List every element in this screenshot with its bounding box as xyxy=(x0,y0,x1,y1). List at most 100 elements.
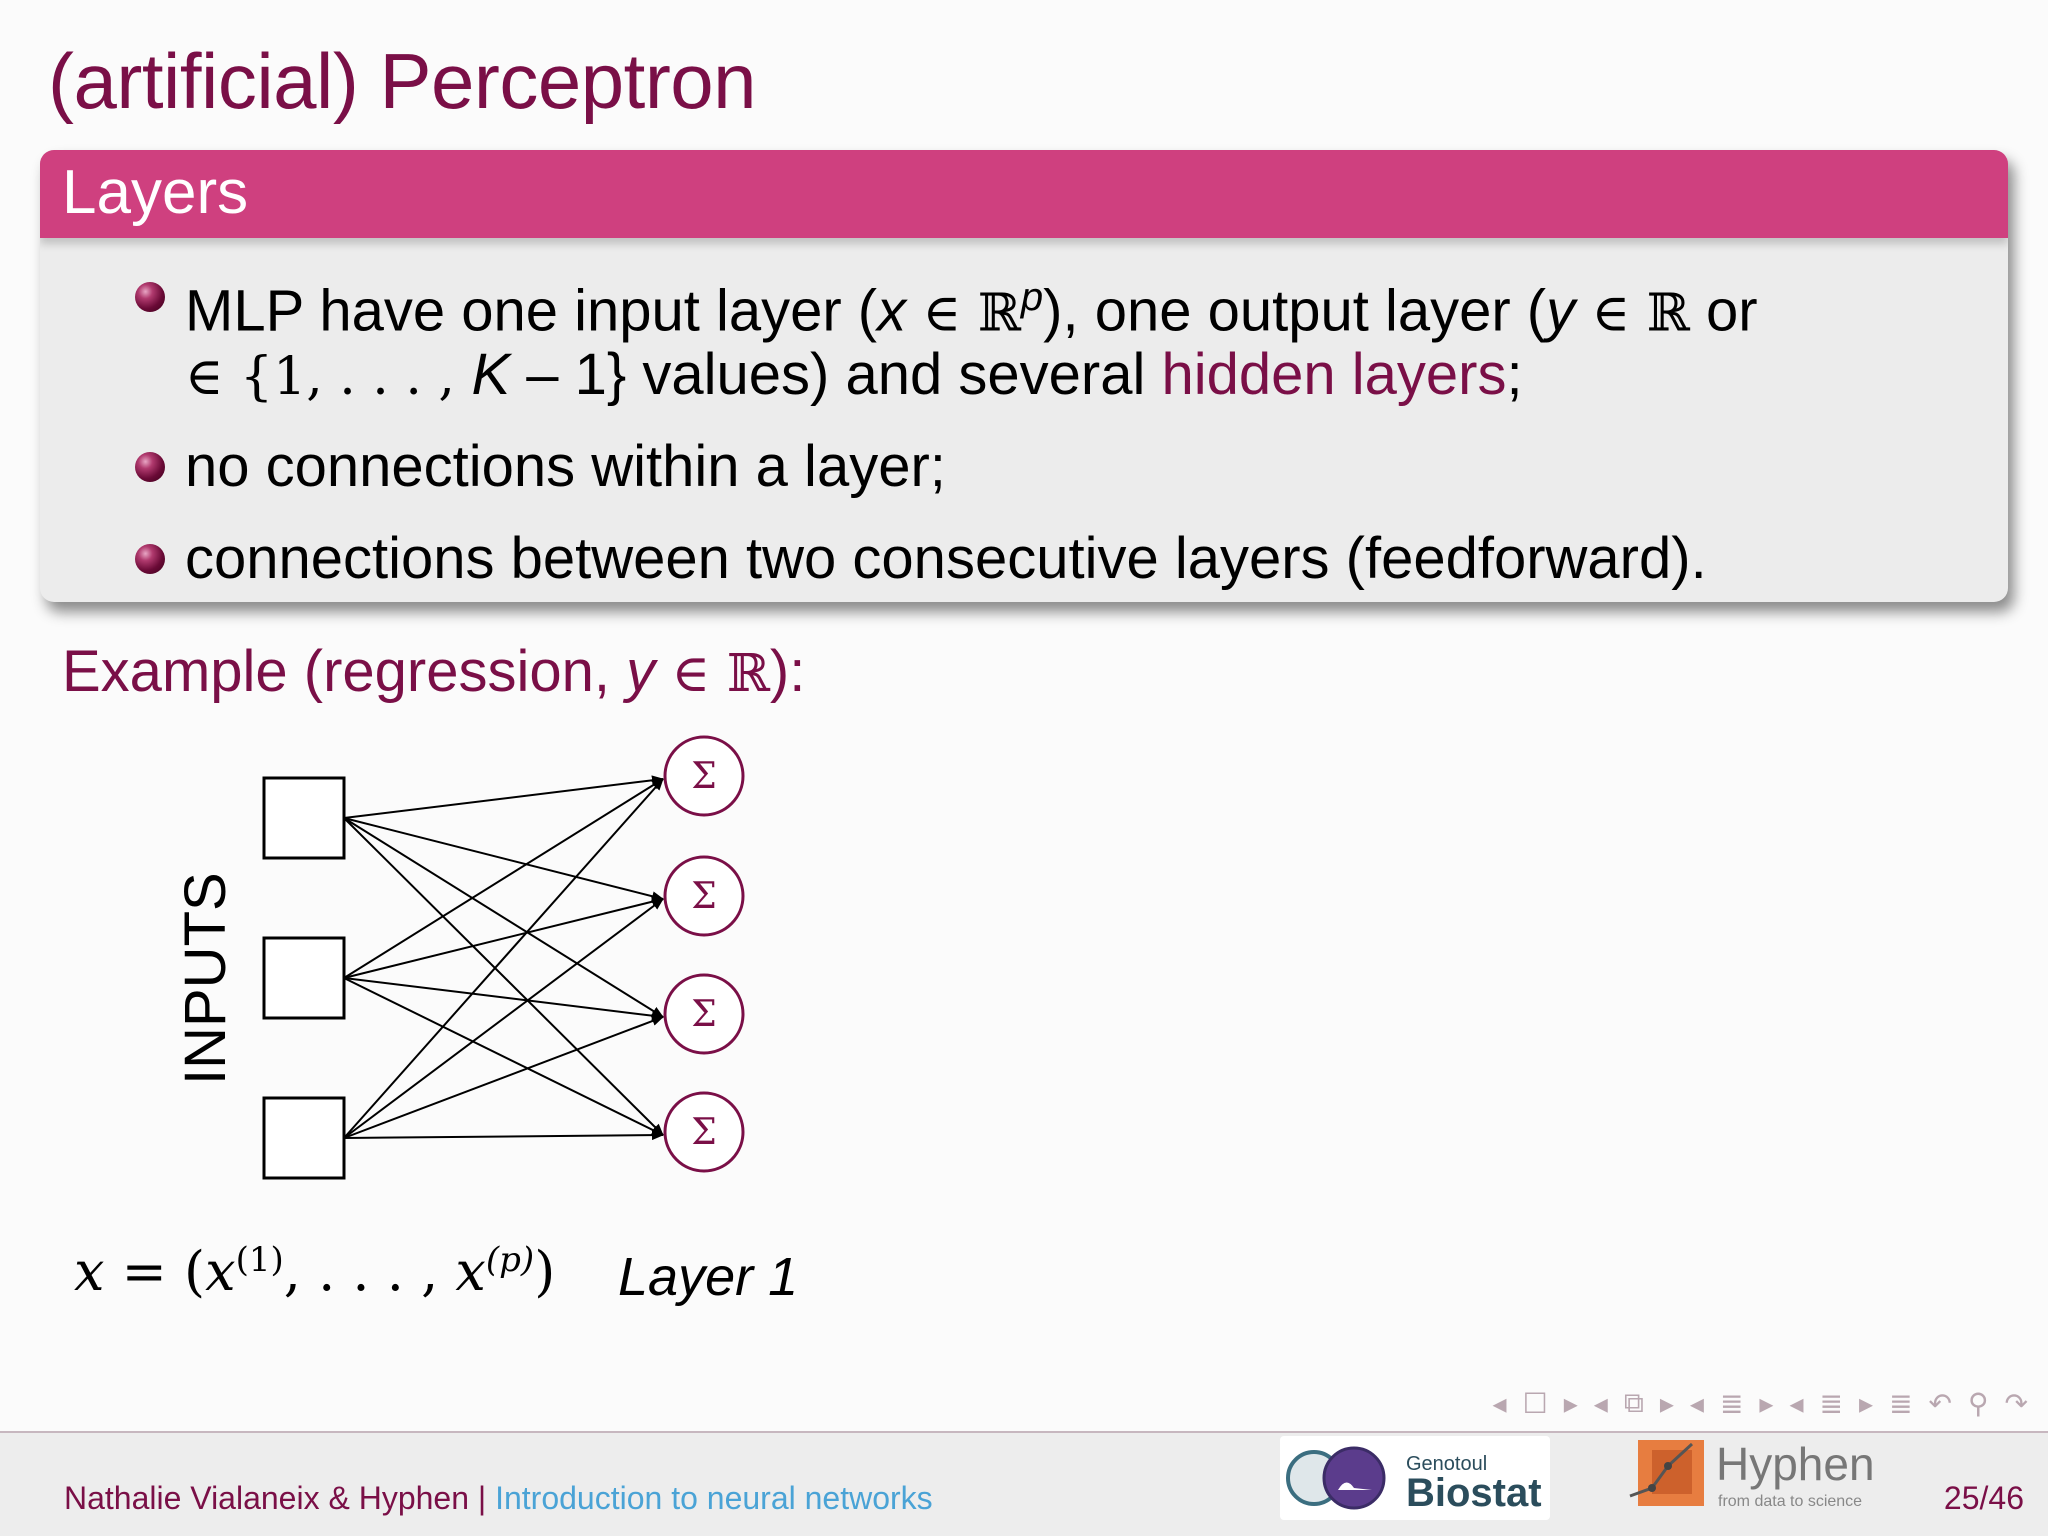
math-K: K xyxy=(471,342,511,407)
neuron-node-1 xyxy=(663,735,745,817)
search-icon[interactable]: ⚲ xyxy=(1968,1387,1989,1419)
connection-3-4 xyxy=(343,1130,664,1141)
bullet-item-3: connections between two consecutive laye… xyxy=(135,520,1707,598)
slide-title: (artificial) Perceptron xyxy=(48,37,757,125)
logo-text-biostat: Biostat xyxy=(1406,1471,1542,1515)
text: MLP have one input layer ( xyxy=(185,278,878,344)
page-number: 25/46 xyxy=(1943,1480,2024,1516)
prev-subsection-icon[interactable]: ◂ xyxy=(1689,1387,1704,1419)
neuron-node-4 xyxy=(663,1091,745,1173)
text: ): xyxy=(769,639,806,704)
input-formula: x = (x(1), . . . , x(p)) xyxy=(74,1240,555,1303)
next-section-icon[interactable]: ▸ xyxy=(1859,1387,1874,1419)
math-y: y xyxy=(626,639,656,704)
subsection-icon[interactable]: ≣ xyxy=(1719,1387,1744,1419)
prev-slide-icon[interactable]: ◂ xyxy=(1593,1387,1608,1419)
math-eq: = ( xyxy=(104,1240,206,1303)
neuron-sigma-4: Σ xyxy=(691,1112,716,1153)
connection-2-4 xyxy=(343,977,664,1136)
layer-label: Layer 1 xyxy=(618,1247,799,1307)
math-y: y xyxy=(1546,278,1576,344)
inputs-label: INPUTS xyxy=(173,872,238,1085)
hyphen-logo: Hyphen from data to science xyxy=(1622,1436,1902,1520)
next-slide-icon[interactable]: ▸ xyxy=(1659,1387,1674,1419)
math-p: p xyxy=(1020,275,1044,319)
text: Example (regression, xyxy=(62,639,627,704)
text: ; xyxy=(1506,342,1523,407)
forward-icon[interactable]: ↷ xyxy=(2004,1387,2028,1419)
bullet-item-1: MLP have one input layer (x ∈ ℝp), one o… xyxy=(135,258,1758,352)
connection-3-1 xyxy=(343,778,664,1139)
text: – 1} values) and several xyxy=(510,342,1162,407)
neuron-nodes: Σ Σ Σ Σ xyxy=(663,735,745,1173)
hyphen-logo-icon: Hyphen from data to science xyxy=(1629,1438,1875,1510)
footer-separator: | xyxy=(469,1480,496,1516)
bullet-icon xyxy=(135,452,165,482)
biostat-logo-icon: Genotoul Biostat xyxy=(1286,1446,1542,1515)
math-close: ) xyxy=(534,1240,556,1303)
connection-1-3 xyxy=(343,817,664,1018)
math-sup-p: (p) xyxy=(485,1240,535,1280)
logo-text-hyphen: Hyphen xyxy=(1716,1438,1875,1490)
neuron-node-3 xyxy=(663,973,745,1055)
back-icon[interactable]: ↶ xyxy=(1928,1387,1953,1419)
slide-icon[interactable]: ⧉ xyxy=(1623,1386,1644,1418)
bullet-icon xyxy=(135,282,165,312)
text: ), one output layer ( xyxy=(1043,278,1547,344)
connection-1-2 xyxy=(343,817,664,902)
bullet-icon xyxy=(135,544,165,574)
next-subsection-icon[interactable]: ▸ xyxy=(1759,1387,1774,1419)
section-icon[interactable]: ≣ xyxy=(1819,1387,1844,1419)
connection-3-2 xyxy=(343,898,664,1139)
text: connections between two consecutive laye… xyxy=(185,526,1707,591)
layers-block: Layers MLP have one input layer (x ∈ ℝp)… xyxy=(40,150,2008,602)
highlight-hidden-layers: hidden layers xyxy=(1161,342,1507,407)
math-x: x xyxy=(877,278,907,344)
math-in: ∈ xyxy=(655,644,727,704)
math-x: x xyxy=(74,1240,105,1303)
genotoul-biostat-logo: Genotoul Biostat xyxy=(1280,1436,1550,1520)
footer-authors: Nathalie Vialaneix & Hyphen xyxy=(64,1480,469,1516)
bullet-item-2: no connections within a layer; xyxy=(135,428,946,506)
next-frame-icon[interactable]: ▸ xyxy=(1563,1387,1578,1419)
document-icon[interactable]: ≣ xyxy=(1889,1387,1913,1419)
connection-2-2 xyxy=(343,896,664,979)
frame-icon[interactable]: ☐ xyxy=(1522,1387,1548,1419)
input-nodes xyxy=(262,776,346,1180)
math-R: ℝ xyxy=(726,644,770,704)
math-x1: x xyxy=(205,1240,236,1303)
neuron-sigma-2: Σ xyxy=(691,876,716,917)
logo-text-tagline: from data to science xyxy=(1718,1493,1862,1510)
neuron-sigma-3: Σ xyxy=(691,994,716,1035)
math-dots: , . . . , xyxy=(283,1240,456,1303)
bullet-item-1-line2: ∈ {1, . . . , K – 1} values) and several… xyxy=(185,336,1523,416)
prev-section-icon[interactable]: ◂ xyxy=(1789,1387,1804,1419)
connection-1-1 xyxy=(343,775,664,819)
connection-1-4 xyxy=(343,817,664,1136)
connections xyxy=(343,775,664,1141)
math-in: ∈ xyxy=(906,283,978,344)
connection-2-3 xyxy=(343,977,664,1021)
math-R: ℝ xyxy=(977,283,1021,344)
example-heading: Example (regression, y ∈ ℝ): xyxy=(62,638,805,705)
math-xp: x xyxy=(455,1240,486,1303)
neuron-node-2 xyxy=(663,855,745,937)
beamer-navigation: ◂ ☐ ▸ ◂ ⧉ ▸ ◂ ≣ ▸ ◂ ≣ ▸ ≣ ↶ ⚲ ↷ xyxy=(1493,1386,2028,1420)
input-node-2 xyxy=(262,936,346,1020)
text: or xyxy=(1689,278,1758,344)
logo-text-genotoul: Genotoul xyxy=(1406,1453,1487,1475)
math-set: ∈ {1, . . . , xyxy=(185,347,472,407)
footer-bar xyxy=(0,1433,2048,1536)
text: no connections within a layer; xyxy=(185,434,946,499)
neuron-sigma-1: Σ xyxy=(691,756,716,797)
math-in: ∈ xyxy=(1575,283,1647,344)
prev-frame-icon[interactable]: ◂ xyxy=(1492,1387,1507,1419)
footer-credits: Nathalie Vialaneix & Hyphen | Introducti… xyxy=(64,1480,933,1517)
math-R: ℝ xyxy=(1646,283,1690,344)
connection-3-3 xyxy=(343,1016,664,1139)
footer-divider xyxy=(0,1431,2048,1433)
input-node-1 xyxy=(262,776,346,860)
block-title: Layers xyxy=(40,150,2008,238)
footer-talk-title[interactable]: Introduction to neural networks xyxy=(495,1480,933,1516)
